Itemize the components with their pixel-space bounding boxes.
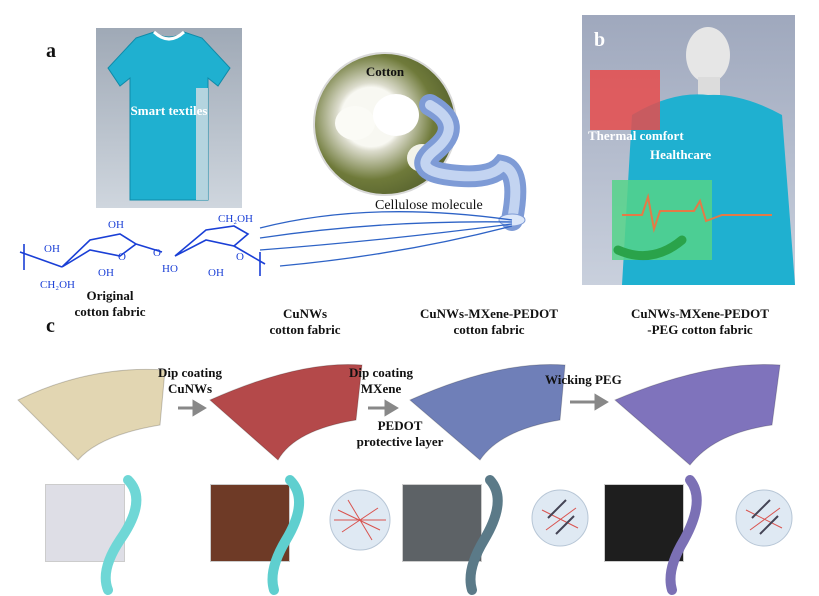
formula-o-link: O [153, 247, 161, 259]
fiber-1 [100, 475, 142, 595]
fiber-4 [665, 475, 702, 595]
step-arrow-1 [178, 399, 207, 417]
step-1-line2: CuNWs [167, 381, 213, 396]
protective-layer-line2: protective layer [356, 434, 444, 449]
magnifier-2 [531, 489, 589, 547]
cellulose-structure-formula: OH CH₂OH OH O O HO O OH OH CH₂OH [19, 213, 266, 291]
fabric-sheet-3 [409, 363, 566, 461]
mannequin-drawing [590, 27, 795, 285]
smart-textile-shirt-image: Smart textiles [96, 28, 242, 208]
fabric-title-3-line1: CuNWs-MXene-PEDOT [420, 306, 558, 321]
shirt-icon [107, 30, 231, 201]
smart-textiles-label: Smart textiles [130, 103, 208, 118]
fabric-sheet-1 [17, 368, 166, 461]
formula-oh-top-left: OH [108, 219, 124, 231]
panel-label-c: c [46, 315, 55, 337]
fabric-title-3: CuNWs-MXene-PEDOT cotton fabric [404, 306, 574, 338]
fabric-title-1: Original cotton fabric [50, 288, 170, 320]
healthcare-label: Healthcare [650, 147, 712, 162]
protective-layer-line1: PEDOT [377, 418, 423, 433]
magnifier-1 [329, 489, 391, 551]
formula-ch2oh-bottom-left: CH₂OH [40, 279, 75, 291]
fabric-title-1-line1: Original [86, 288, 134, 303]
swatch-4 [604, 484, 684, 562]
fabric-title-4-line1: CuNWs-MXene-PEDOT [631, 306, 769, 321]
fiber-row [100, 475, 793, 595]
fabric-title-2-line1: CuNWs [282, 306, 328, 321]
formula-oh-right: OH [208, 267, 224, 279]
step-2-line1: Dip coating [349, 365, 413, 380]
formula-ch2oh-top-right: CH₂OH [218, 213, 253, 225]
fiber-3 [465, 475, 503, 595]
step-2-line2: MXene [360, 381, 402, 396]
cellulose-molecule-label: Cellulose molecule [375, 198, 483, 213]
cotton-label: Cotton [365, 64, 405, 79]
swatch-3 [402, 484, 482, 562]
fabric-title-1-line2: cotton fabric [74, 304, 146, 319]
fabric-title-4-line2: -PEG cotton fabric [647, 322, 753, 337]
formula-oh-bottom-right: OH [98, 267, 114, 279]
formula-ho-right: HO [162, 263, 178, 275]
protective-layer-label: PEDOT protective layer [340, 418, 460, 450]
formula-o-ring-1: O [118, 251, 126, 263]
fabric-title-3-line2: cotton fabric [453, 322, 525, 337]
formula-oh-left: OH [44, 243, 60, 255]
fabric-sheets [17, 363, 781, 466]
magnifier-3 [735, 489, 793, 547]
step-1-line1: Dip coating [158, 365, 222, 380]
step-arrow-2 [368, 399, 399, 417]
step-1-label: Dip coating CuNWs [145, 365, 235, 397]
fabric-sheet-4 [614, 363, 781, 466]
step-3-label: Wicking PEG [545, 372, 622, 387]
fabric-title-2-line2: cotton fabric [269, 322, 341, 337]
step-arrow-3 [570, 393, 609, 411]
fabric-sheet-2 [209, 363, 363, 461]
thermal-comfort-label: Thermal comfort [588, 128, 684, 143]
wearable-body-image: b Thermal comfort Healthcare [582, 15, 795, 285]
panel-label-a: a [46, 40, 56, 62]
panel-label-b: b [594, 29, 606, 51]
fabric-title-4: CuNWs-MXene-PEDOT -PEG cotton fabric [615, 306, 785, 338]
cellulose-fiber-drawing [259, 94, 527, 267]
fabric-title-2: CuNWs cotton fabric [245, 306, 365, 338]
step-2-label: Dip coating MXene [336, 365, 426, 397]
formula-o-ring-2: O [236, 251, 244, 263]
cotton-photo: Cotton [313, 52, 457, 196]
fiber-2 [267, 475, 305, 595]
